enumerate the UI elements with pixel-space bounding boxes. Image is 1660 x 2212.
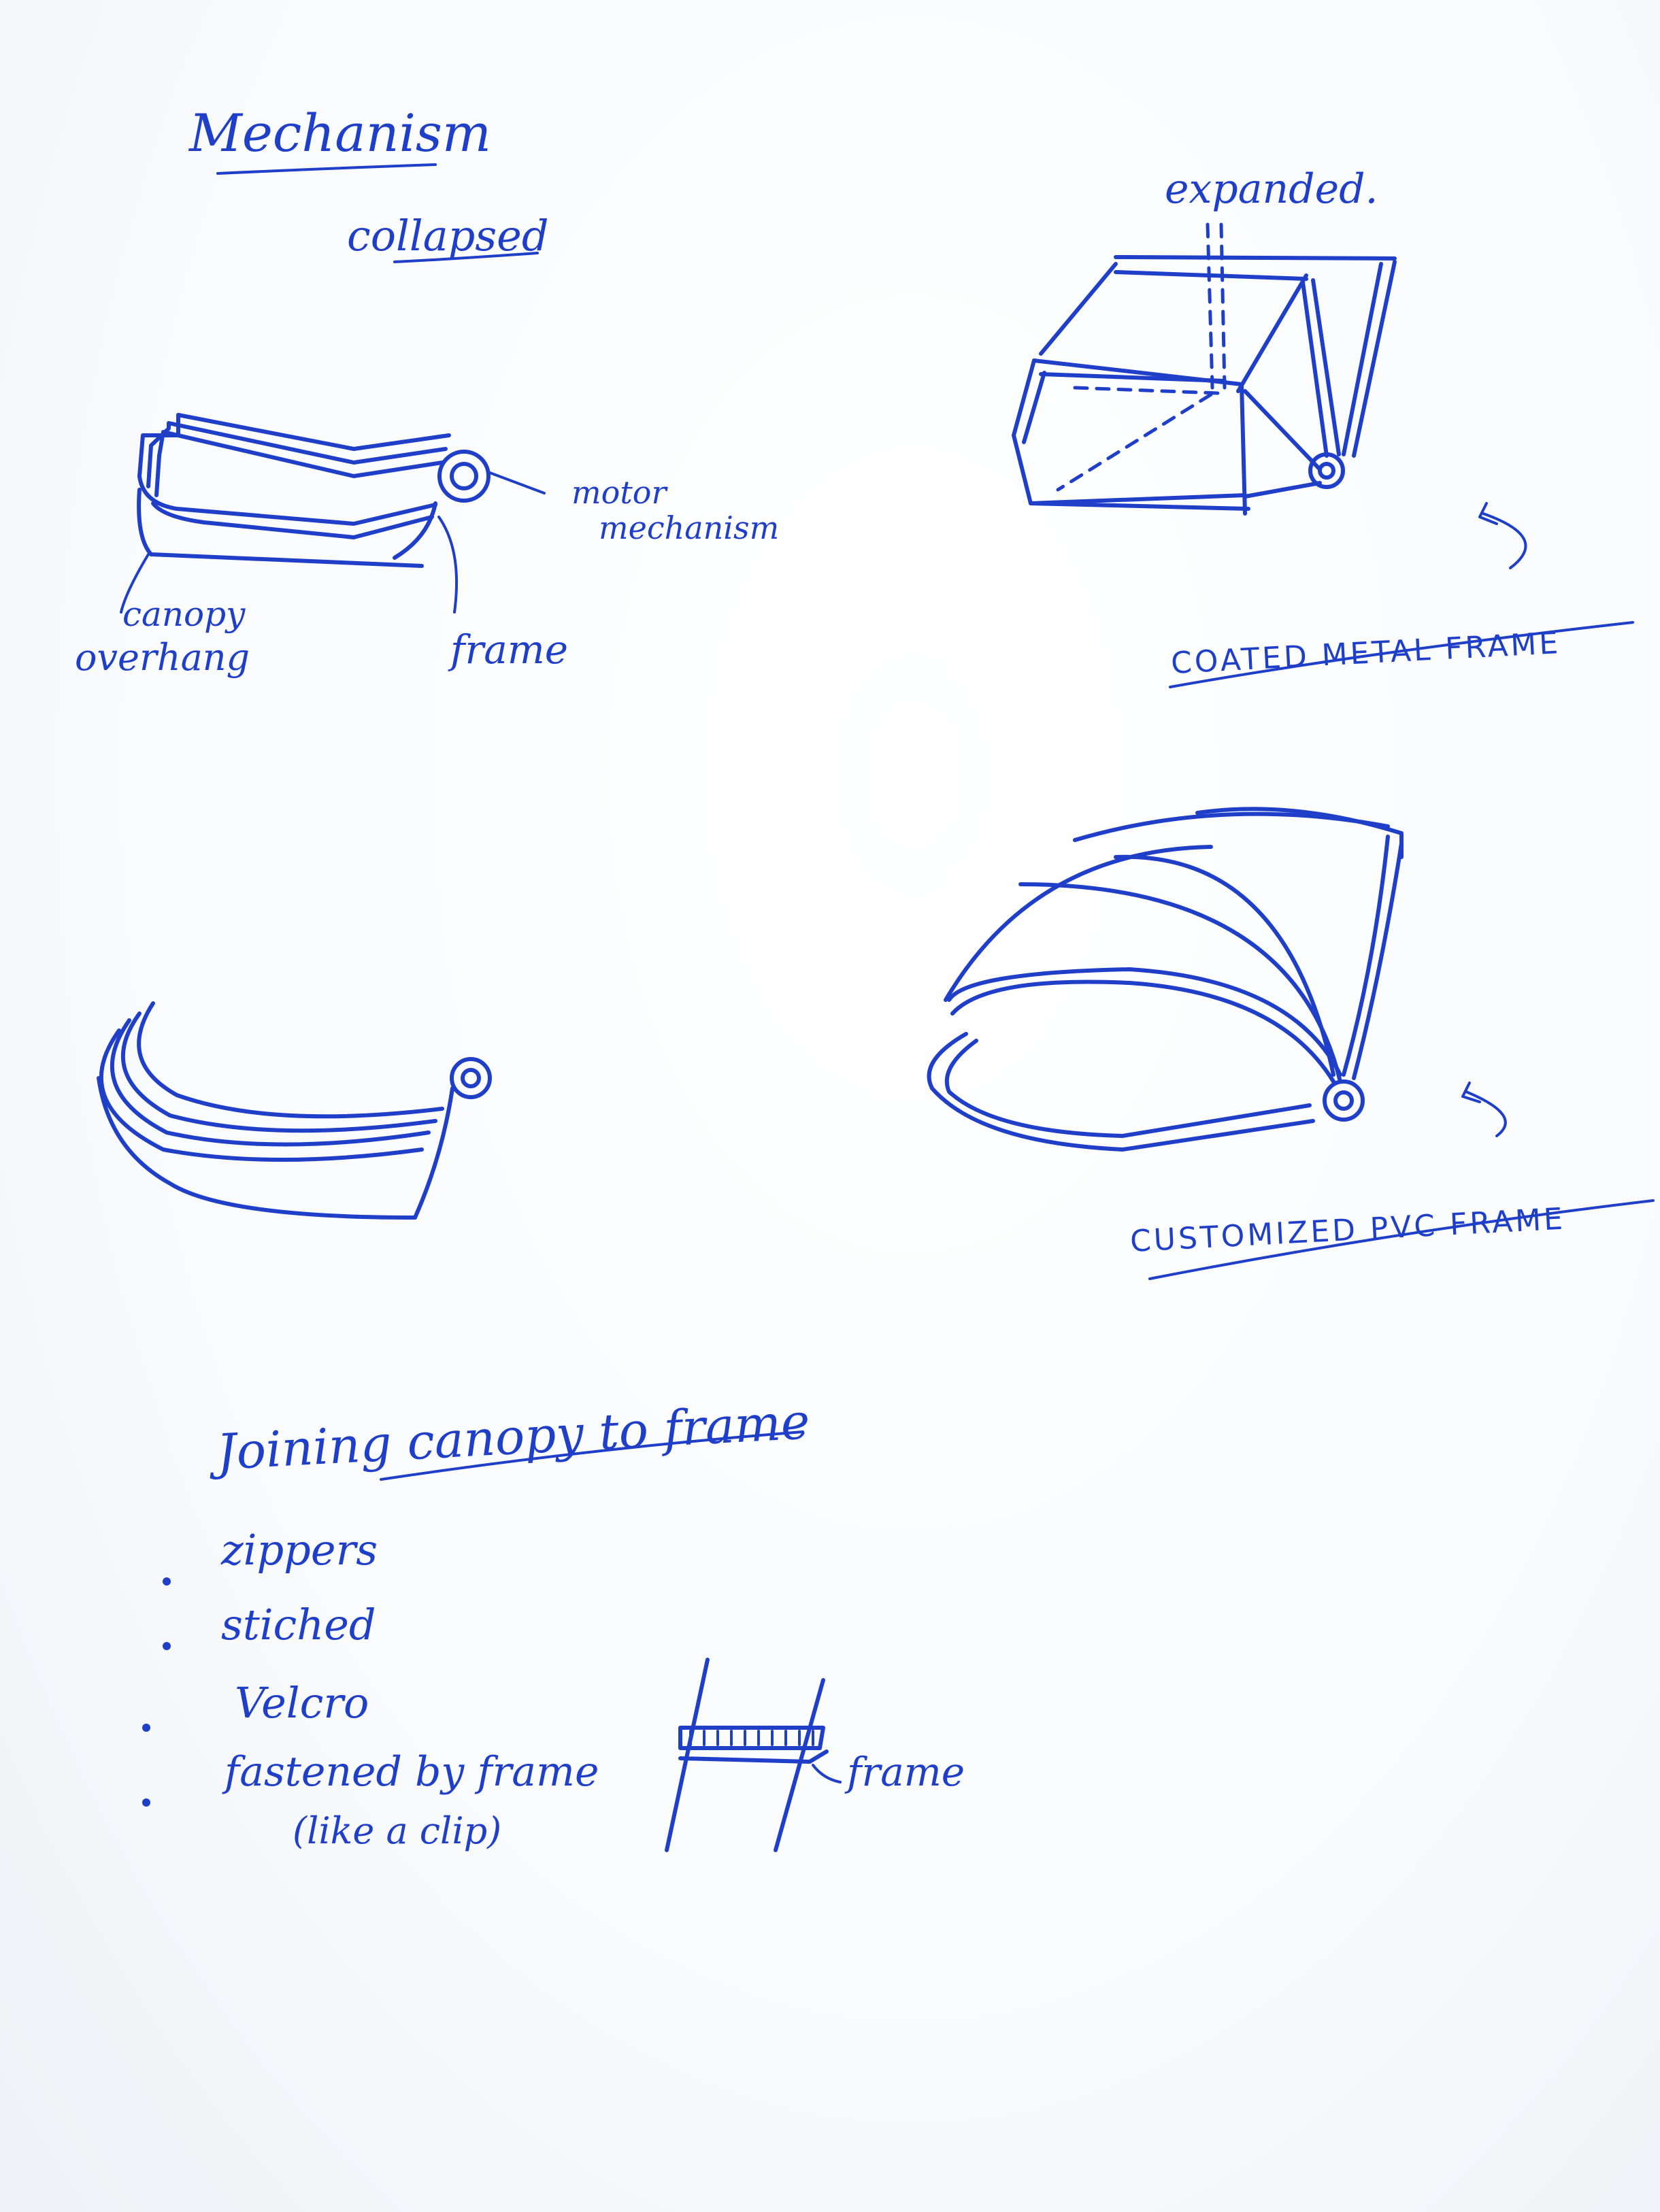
- label-canopy-2: overhang: [75, 636, 250, 679]
- heading-underline: [218, 165, 435, 173]
- expanded-strut-1: [1245, 391, 1320, 469]
- joining-item-2: stiched: [221, 1600, 376, 1649]
- bullet-2: [163, 1642, 171, 1650]
- bullet-1: [163, 1577, 171, 1586]
- clip-frame-label: frame: [844, 1749, 965, 1795]
- label-coated-metal-frame: COATED METAL FRAME: [1170, 626, 1561, 681]
- expanded-strut-2: [1303, 282, 1327, 456]
- label-motor-2: mechanism: [599, 509, 779, 546]
- joining-item-4: fastened by frame: [222, 1748, 599, 1796]
- pvc-motor-inner: [1335, 1092, 1352, 1109]
- expanded-arch-left-top: [1041, 264, 1116, 354]
- pvc-frame-sketch: [929, 809, 1401, 1150]
- curved-canopy-motor-outer: [452, 1059, 490, 1097]
- arrow-coated-head: [1480, 503, 1497, 524]
- motor-circle-outer: [439, 452, 488, 501]
- pvc-front-rim-1: [952, 982, 1333, 1082]
- curved-canopy-layer-1: [139, 1003, 442, 1116]
- expanded-top-bar-2: [1116, 272, 1306, 279]
- expanded-hidden-vertical-2: [1221, 224, 1225, 388]
- pvc-base-rim-1: [929, 1034, 1313, 1150]
- heading-mechanism: Mechanism: [188, 103, 491, 163]
- expanded-hidden-vertical-1: [1208, 224, 1212, 388]
- expanded-arch-right-top: [1238, 275, 1306, 391]
- canopy-overhang-outline: [139, 490, 422, 566]
- joining-item-3: Velcro: [235, 1678, 369, 1728]
- clip-leader: [813, 1765, 840, 1782]
- label-canopy-1: canopy: [122, 594, 246, 634]
- clip-right-post: [776, 1680, 823, 1850]
- pvc-motor-outer: [1325, 1082, 1363, 1120]
- clip-band-hatching: [691, 1731, 813, 1745]
- expanded-hidden-diagonal: [1058, 395, 1211, 490]
- collapsed-layer-2: [148, 423, 446, 486]
- joining-list: zippers stiched Velcro fastened by frame…: [142, 1525, 599, 1852]
- joining-title: Joining canopy to frame: [207, 1392, 812, 1481]
- expanded-top-bar-1: [1116, 257, 1395, 258]
- expanded-strut-3: [1313, 280, 1339, 454]
- expanded-bottom-bar: [1031, 503, 1248, 509]
- joining-sub-note: (like a clip): [293, 1809, 501, 1852]
- curved-canopy-sketch: [99, 1003, 490, 1218]
- leader-frame: [439, 517, 456, 612]
- joining-item-1: zippers: [220, 1525, 378, 1575]
- clip-canopy-band: [680, 1728, 823, 1748]
- label-customized-pvc-frame: CUSTOMIZED PVC FRAME: [1129, 1202, 1566, 1259]
- expanded-motor-inner: [1320, 464, 1333, 477]
- expanded-strut-bottom: [1245, 483, 1320, 497]
- pvc-base-rim-2: [947, 1041, 1310, 1136]
- curved-canopy-motor-inner: [463, 1070, 479, 1086]
- clip-left-post: [667, 1660, 708, 1850]
- pvc-arch-5: [1354, 843, 1401, 1078]
- collapsed-layer-base-1: [139, 476, 435, 524]
- label-motor-1: motor: [571, 474, 668, 511]
- bullet-3: [142, 1724, 150, 1732]
- label-expanded: expanded.: [1165, 165, 1378, 213]
- expanded-sketch: [1014, 224, 1395, 514]
- collapsed-sketch: [121, 415, 544, 612]
- pvc-arch-1: [946, 847, 1211, 1000]
- expanded-hidden-horizontal: [1075, 388, 1218, 393]
- leader-motor: [490, 473, 544, 493]
- clip-sketch: [667, 1660, 840, 1850]
- label-frame: frame: [448, 626, 568, 673]
- motor-circle-inner: [452, 464, 476, 488]
- arrow-pvc-head: [1463, 1083, 1480, 1102]
- bullet-4: [142, 1798, 150, 1807]
- expanded-motor-outer: [1310, 454, 1343, 487]
